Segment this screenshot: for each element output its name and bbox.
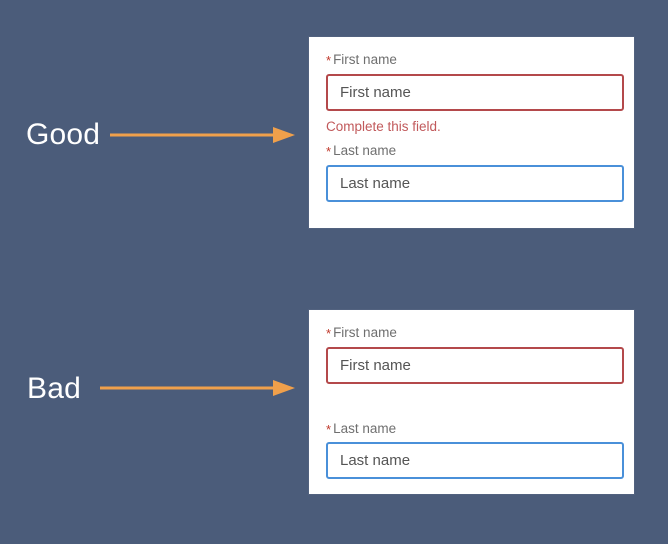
field-spacer-missing-error xyxy=(326,384,617,422)
last-name-input-good[interactable] xyxy=(326,164,624,202)
arrow-right-icon-bad xyxy=(100,380,295,396)
field-label-first-name-good: *First name xyxy=(326,53,617,67)
last-name-input-bad[interactable] xyxy=(326,442,624,479)
form-card-bad: *First name *Last name xyxy=(309,310,634,494)
first-name-input-good[interactable] xyxy=(326,73,624,111)
field-label-last-name-bad: *Last name xyxy=(326,420,617,437)
arrow-right-icon-good xyxy=(110,127,295,143)
annotation-label-bad: Bad xyxy=(27,372,81,405)
required-asterisk-icon: * xyxy=(326,326,332,341)
field-label-text: Last name xyxy=(333,420,397,436)
required-asterisk-icon: * xyxy=(326,144,332,159)
field-label-text: First name xyxy=(333,52,397,67)
field-label-text: First name xyxy=(333,325,397,340)
first-name-input-bad[interactable] xyxy=(326,346,624,384)
required-asterisk-icon: * xyxy=(326,53,332,68)
annotation-label-good: Good xyxy=(26,118,101,151)
form-card-good: *First name Complete this field. *Last n… xyxy=(309,37,634,228)
required-asterisk-icon: * xyxy=(326,421,332,437)
field-label-text: Last name xyxy=(333,143,397,158)
field-label-first-name-bad: *First name xyxy=(326,326,617,340)
error-message-first-name-good: Complete this field. xyxy=(326,118,441,134)
field-label-last-name-good: *Last name xyxy=(326,144,617,158)
